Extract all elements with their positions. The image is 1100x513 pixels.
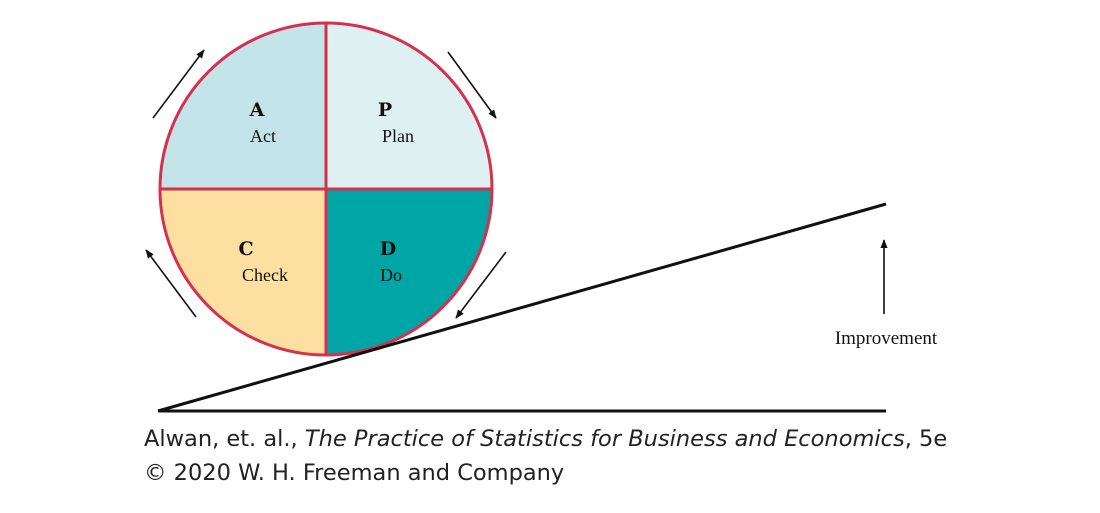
credit-copyright: © 2020 W. H. Freeman and Company <box>144 460 565 486</box>
act-letter: A <box>249 99 265 121</box>
arrow-plan-to-do <box>447 51 497 119</box>
improvement-label: Improvement <box>835 328 938 349</box>
act-quadrant <box>160 23 326 189</box>
check-quadrant <box>160 189 326 355</box>
check-label: Check <box>242 265 288 285</box>
pdca-diagram: A Act P Plan C Check D Do Improvement <box>145 21 938 413</box>
arrow-do-to-check <box>455 251 507 319</box>
arrow-check-to-act <box>145 249 197 318</box>
credit-book-title: The Practice of Statistics for Business … <box>304 426 905 452</box>
plan-label: Plan <box>382 126 414 146</box>
arrow-act-to-plan <box>152 49 205 119</box>
plan-quadrant <box>326 23 492 189</box>
check-letter: C <box>238 238 253 260</box>
do-quadrant <box>326 189 492 355</box>
credit-citation: Alwan, et. al., The Practice of Statisti… <box>144 428 947 451</box>
act-label: Act <box>250 126 276 146</box>
credit-authors: Alwan, et. al., <box>144 426 305 452</box>
do-label: Do <box>380 265 402 285</box>
incline-line <box>157 202 887 413</box>
do-letter: D <box>380 238 396 260</box>
credit-edition: , 5e <box>904 426 948 452</box>
plan-letter: P <box>378 99 392 121</box>
